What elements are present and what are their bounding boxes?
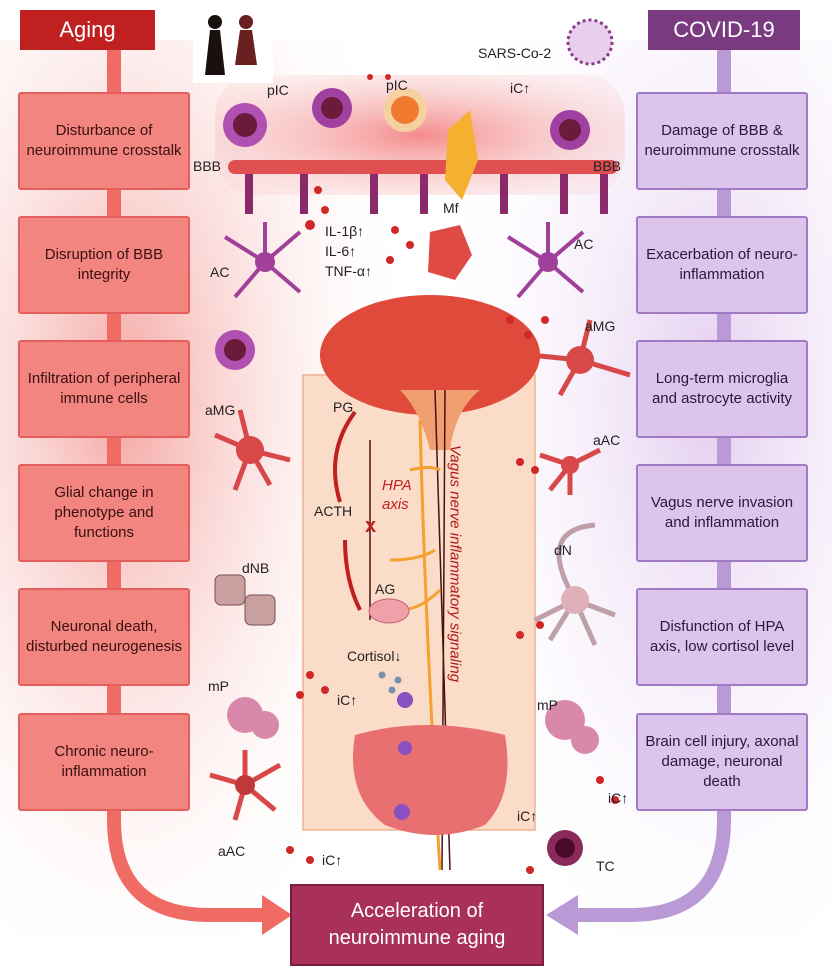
hpa-label: HPA bbox=[382, 477, 412, 494]
label-dn: dN bbox=[554, 542, 572, 558]
label-ic-right: iC↑ bbox=[608, 790, 629, 806]
label-amg-right: aMG bbox=[585, 318, 616, 334]
label-aac-right: aAC bbox=[593, 432, 621, 448]
covid-box-3: Long-term microglia and astrocyte activi… bbox=[636, 340, 808, 438]
label-tc: TC bbox=[596, 858, 615, 874]
label-ic-left: iC↑ bbox=[337, 692, 358, 708]
label-sars: SARS-Co-2 bbox=[478, 45, 552, 61]
label-acth: ACTH bbox=[314, 503, 353, 519]
label-bbb-right: BBB bbox=[593, 158, 622, 174]
label-ic-bottom-left: iC↑ bbox=[322, 852, 343, 868]
label-amg-left: aMG bbox=[205, 402, 236, 418]
label-cortisol: Cortisol↓ bbox=[347, 648, 402, 664]
aging-box-1: Disturbance of neuroimmune crosstalk bbox=[18, 92, 190, 190]
aging-box-2: Disruption of BBB integrity bbox=[18, 216, 190, 314]
label-dnb: dNB bbox=[242, 560, 270, 576]
covid-box-4: Vagus nerve invasion and inflammation bbox=[636, 464, 808, 562]
label-mf: Mf bbox=[443, 200, 459, 216]
hpa-axis-label: HPA axis bbox=[382, 476, 412, 514]
svg-text:x: x bbox=[365, 515, 376, 537]
vagus-text: Vagus nerve inflammatory signaling bbox=[446, 444, 464, 683]
covid-box-6: Brain cell injury, axonal damage, neuron… bbox=[636, 713, 808, 811]
label-tnf: TNF-α↑ bbox=[325, 263, 372, 279]
label-ac-left: AC bbox=[210, 264, 230, 280]
aging-header: Aging bbox=[20, 10, 155, 50]
outcome-line1: Acceleration of bbox=[350, 900, 484, 922]
aging-box-6: Chronic neuro-inflammation bbox=[18, 713, 190, 811]
label-bbb-left: BBB bbox=[193, 158, 222, 174]
label-mp-left: mP bbox=[208, 678, 229, 694]
label-ac-right: AC bbox=[574, 236, 594, 252]
label-pic-2: pIC bbox=[386, 77, 408, 93]
aging-box-3: Infiltration of peripheral immune cells bbox=[18, 340, 190, 438]
axis-label: axis bbox=[382, 496, 409, 513]
covid-header: COVID-19 bbox=[648, 10, 800, 50]
covid-box-5: Disfunction of HPA axis, low cortisol le… bbox=[636, 588, 808, 686]
outcome-line2: neuroimmune aging bbox=[328, 927, 506, 949]
label-il1: IL-1β↑ bbox=[325, 223, 365, 239]
outcome-box: Acceleration of neuroimmune aging bbox=[290, 884, 544, 966]
label-pic-1: pIC bbox=[267, 82, 289, 98]
aging-box-4: Glial change in phenotype and functions bbox=[18, 464, 190, 562]
label-ic-top: iC↑ bbox=[510, 80, 531, 96]
aging-box-5: Neuronal death, disturbed neurogenesis bbox=[18, 588, 190, 686]
label-aac-left: aAC bbox=[218, 843, 246, 859]
label-ag: AG bbox=[375, 581, 396, 597]
covid-box-2: Exacerbation of neuro-inflammation bbox=[636, 216, 808, 314]
covid-box-1: Damage of BBB & neuroimmune crosstalk bbox=[636, 92, 808, 190]
label-mp-right: mP bbox=[537, 697, 558, 713]
label-pg: PG bbox=[333, 399, 354, 415]
label-ic-bottom-right: iC↑ bbox=[517, 808, 538, 824]
label-il6: IL-6↑ bbox=[325, 243, 357, 259]
